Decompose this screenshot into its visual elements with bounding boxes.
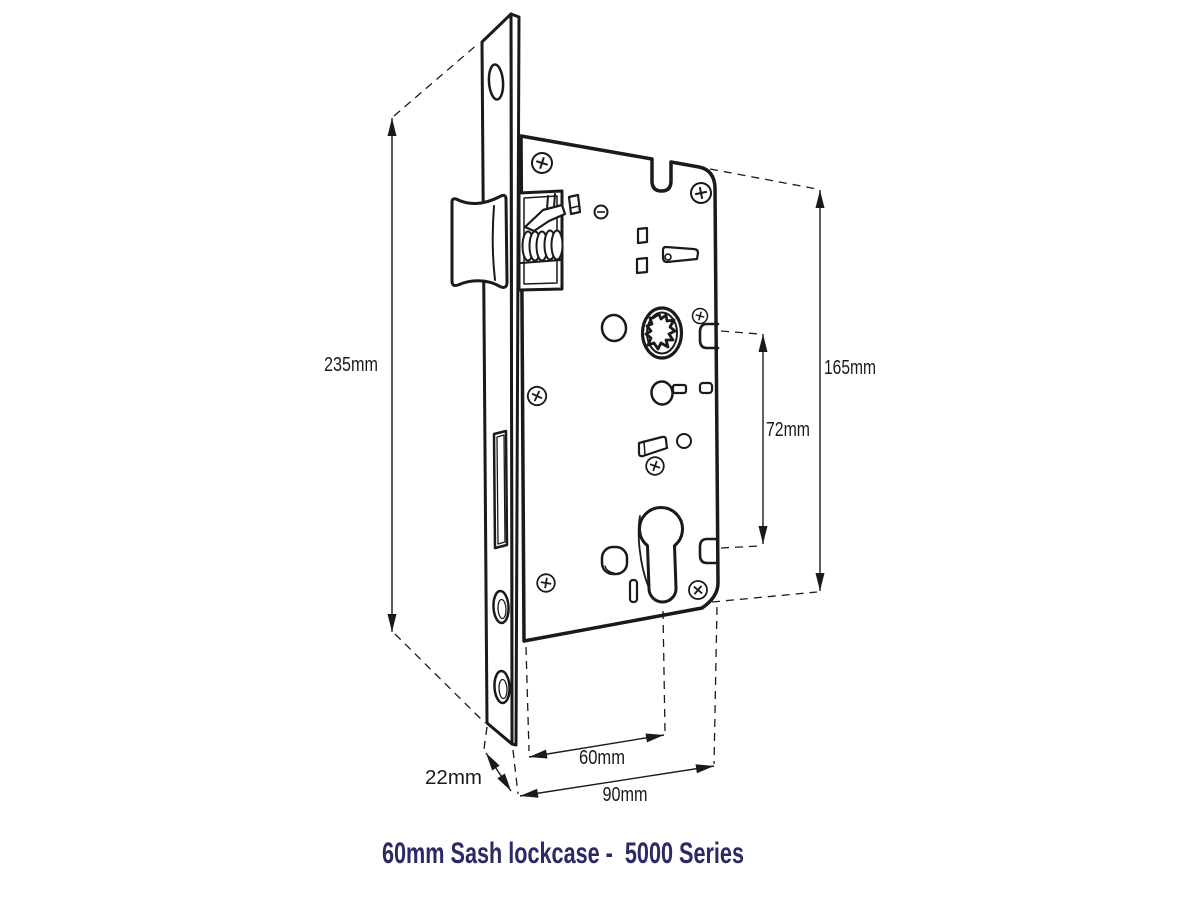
cylinder-lug [698, 537, 720, 565]
latch-bolt [450, 193, 509, 289]
dimension-label-165mm: 165mm [824, 357, 876, 379]
latch-lever [523, 203, 567, 233]
stop-slide [637, 435, 669, 458]
cutout-rect [635, 256, 649, 275]
stop-slide-line [643, 440, 646, 456]
lever-pivot [546, 193, 556, 210]
cutout-rect [698, 381, 714, 395]
cutout-rect-line [570, 205, 580, 209]
euro-cylinder-cutout [637, 505, 684, 604]
spindle-spline-hole [644, 312, 677, 351]
lock-case-body [519, 134, 720, 643]
slot-hole [628, 578, 639, 604]
dimension-faceplate-length: 235mm [324, 42, 486, 724]
round-hole [676, 433, 692, 449]
dimension-case-depth: 90mm [512, 606, 718, 806]
dimension-backset: 60mm [525, 610, 666, 769]
dimension-label-60mm: 60mm [579, 747, 625, 769]
diagram-title: 60mm Sash lockcase - 5000 Series [382, 837, 744, 870]
dimension-follower-to-cylinder: 72mm [720, 330, 810, 549]
slotted-screw-icon [593, 204, 609, 220]
faceplate-front [480, 12, 514, 746]
oval-hole [600, 545, 629, 576]
dimension-label-22mm: 22mm [425, 767, 482, 789]
round-hole [600, 313, 628, 343]
dimension-label-72mm: 72mm [766, 419, 810, 441]
faceplate [480, 12, 521, 747]
dimension-label-235mm: 235mm [324, 354, 378, 376]
follower-lug [698, 322, 720, 350]
faceplate-screw-hole [492, 589, 510, 625]
oval-hole-shadow [604, 565, 615, 574]
cutout-rect [636, 226, 649, 245]
follower-hub [640, 306, 684, 360]
spring-window [517, 189, 567, 292]
bolt-plate [661, 245, 700, 264]
cutout-rect [671, 383, 688, 395]
dimension-faceplate-width: 22mm [425, 726, 512, 792]
deadbolt-slot [492, 429, 509, 550]
dimension-label-90mm: 90mm [603, 784, 648, 806]
bolt-plate-pin [664, 253, 672, 261]
faceplate-screw-hole [493, 669, 511, 705]
latch-bevel-line [491, 205, 496, 281]
dimension-case-height: 165mm [709, 168, 876, 603]
latch-spring [520, 229, 564, 264]
faceplate-top-hole [487, 63, 505, 101]
